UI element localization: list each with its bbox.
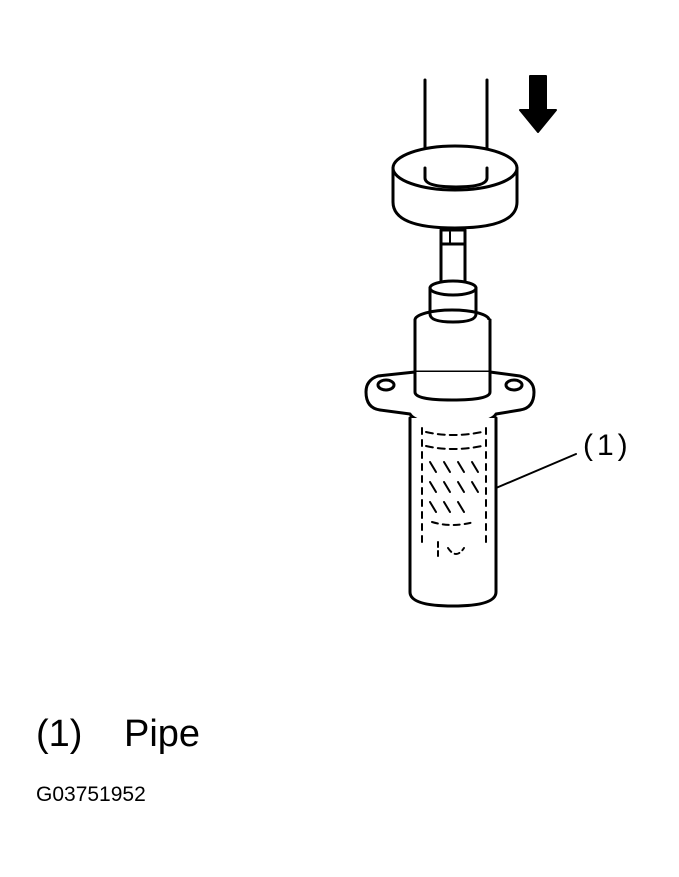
callout-leader-line — [495, 453, 577, 489]
legend: (1) Pipe — [36, 712, 200, 756]
down-arrow-icon — [519, 75, 557, 133]
figure-code: G03751952 — [36, 783, 146, 806]
mounting-flange — [364, 370, 536, 426]
press-collar — [391, 144, 519, 230]
legend-number: (1) — [36, 713, 83, 755]
callout-label: (1) — [583, 429, 632, 462]
pipe-part — [408, 416, 498, 608]
guide-pin — [439, 228, 467, 246]
legend-text: Pipe — [124, 713, 201, 755]
